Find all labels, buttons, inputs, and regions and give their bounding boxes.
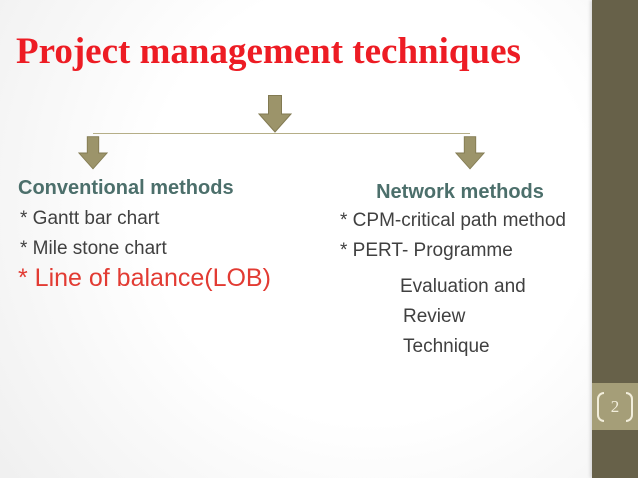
- branch-connector-line: [93, 133, 470, 134]
- list-item: * Mile stone chart: [20, 238, 167, 259]
- left-column-heading: Conventional methods: [18, 177, 234, 199]
- down-arrow-icon: [455, 136, 485, 170]
- list-item: * Gantt bar chart: [20, 208, 160, 229]
- down-arrow-icon: [258, 95, 292, 133]
- continuation-line: Technique: [403, 336, 490, 357]
- list-item: * PERT- Programme: [340, 240, 513, 261]
- page-number-plaque: 2: [592, 383, 638, 430]
- left-bracket-decoration: [597, 391, 604, 422]
- right-column-heading: Network methods: [376, 181, 544, 203]
- down-arrow-icon: [78, 136, 108, 170]
- continuation-line: Evaluation and: [400, 276, 526, 297]
- right-bracket-decoration: [626, 391, 633, 422]
- list-item-highlight: * Line of balance(LOB): [18, 264, 271, 292]
- list-item: * CPM-critical path method: [340, 210, 566, 231]
- continuation-line: Review: [403, 306, 466, 327]
- slide-title: Project management techniques: [16, 31, 521, 72]
- page-number: 2: [610, 396, 620, 416]
